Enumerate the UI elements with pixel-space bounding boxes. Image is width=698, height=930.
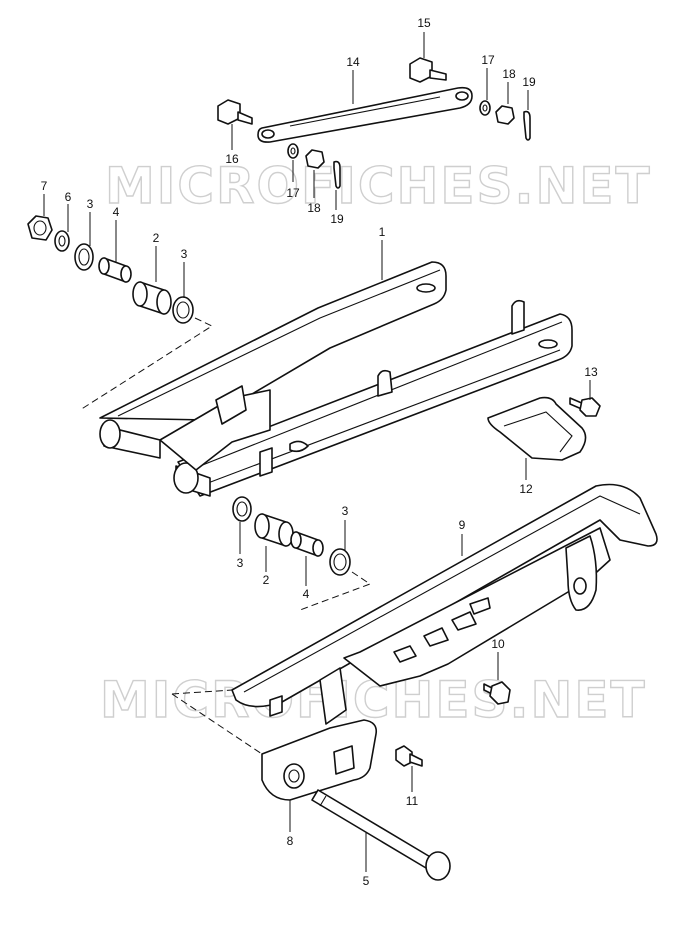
part-washer-17b	[287, 143, 299, 159]
callout-19: 19	[522, 75, 536, 89]
part-axle-5	[311, 789, 451, 881]
part-washer-6	[54, 230, 70, 252]
part-nut-18b	[305, 149, 325, 169]
callout-16: 16	[225, 152, 239, 166]
part-spacer-4b	[290, 531, 324, 557]
callouts: 15 14 17 18 19 16 17 18 19 7 6 3 4 2 3 1…	[41, 16, 598, 888]
callout-17: 17	[286, 186, 300, 200]
callout-12: 12	[519, 482, 533, 496]
watermark-top: MICROFICHES.NET	[105, 157, 652, 215]
part-swingarm	[99, 261, 573, 497]
part-seal-3b	[172, 296, 194, 324]
part-washer-17a	[479, 100, 491, 116]
part-seal-3a	[74, 243, 94, 271]
callout-3: 3	[181, 247, 188, 261]
callout-4: 4	[303, 587, 310, 601]
callout-9: 9	[459, 518, 466, 532]
part-nut-7	[27, 215, 53, 241]
callout-5: 5	[363, 874, 370, 888]
callout-15: 15	[417, 16, 431, 30]
part-bolt-10	[483, 681, 511, 705]
part-bushing-2b	[254, 513, 294, 547]
part-torque-rod	[257, 86, 473, 143]
part-cotter-pin-19b	[333, 160, 341, 189]
part-bolt-16	[217, 99, 253, 125]
callout-3: 3	[342, 504, 349, 518]
callout-1: 1	[379, 225, 386, 239]
part-nut-18a	[495, 105, 515, 125]
part-chain-case-9	[231, 483, 658, 725]
callout-2: 2	[153, 231, 160, 245]
part-bolt-11	[395, 745, 423, 767]
callout-11: 11	[406, 794, 419, 808]
callout-14: 14	[346, 55, 360, 69]
callout-3: 3	[87, 197, 94, 211]
callout-8: 8	[287, 834, 294, 848]
part-spacer-4a	[98, 257, 132, 283]
part-adjuster-8	[261, 719, 378, 801]
part-bushing-2a	[132, 281, 172, 315]
callout-13: 13	[584, 365, 598, 379]
callout-18: 18	[307, 201, 321, 215]
callout-6: 6	[65, 190, 72, 204]
callout-19: 19	[330, 212, 344, 226]
callout-7: 7	[41, 179, 48, 193]
callout-4: 4	[113, 205, 120, 219]
callout-2: 2	[263, 573, 270, 587]
callout-10: 10	[491, 637, 505, 651]
callout-17: 17	[481, 53, 495, 67]
callout-18: 18	[502, 67, 516, 81]
callout-3: 3	[237, 556, 244, 570]
part-bolt-15	[409, 57, 447, 83]
part-chain-guard-plate-12	[487, 396, 587, 461]
part-seal-3d	[329, 548, 351, 576]
part-cotter-pin-19a	[523, 110, 531, 141]
part-seal-3c	[232, 496, 252, 522]
part-bolt-13	[569, 397, 601, 417]
